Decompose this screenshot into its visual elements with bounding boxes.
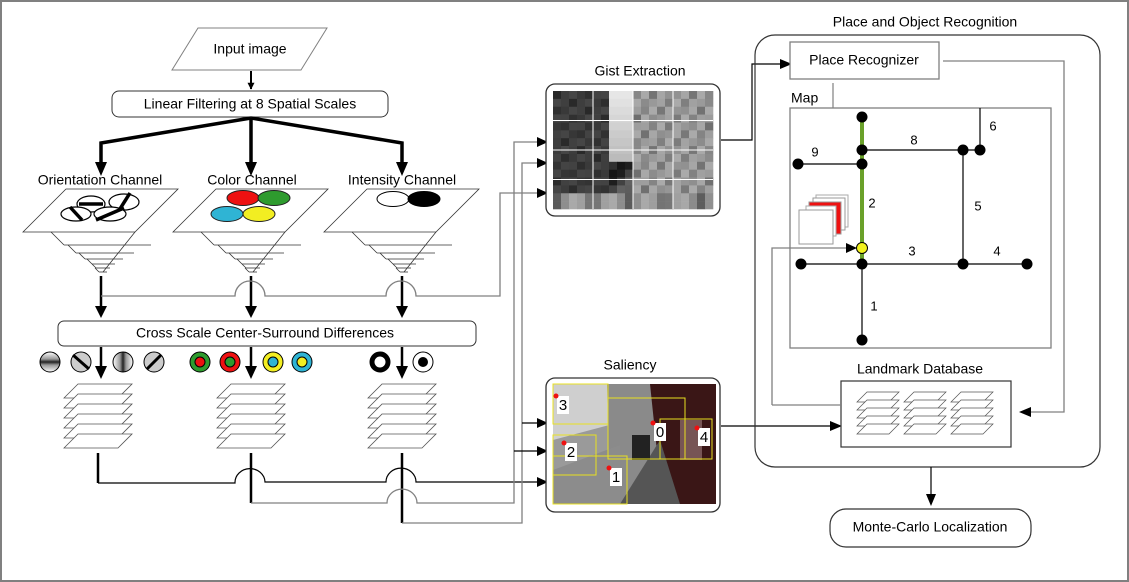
input-image-label: Input image (213, 41, 286, 57)
saliency-region-label: 0 (656, 424, 664, 441)
yellow-blob (242, 206, 276, 222)
saliency-region-label: 1 (612, 469, 620, 486)
feature-map-stack (367, 383, 437, 449)
orientation-channel-label: Orientation Channel (38, 172, 163, 188)
intensity-to-gist-line (101, 192, 545, 297)
intensity-channel-label: Intensity Channel (348, 172, 456, 188)
cyan-blob (210, 206, 244, 222)
center-surround-label: Cross Scale Center-Surround Differences (136, 325, 394, 341)
topological-map: 1 2 3 4 5 6 8 9 (792, 108, 1033, 346)
landmark-stack (950, 391, 994, 435)
center-surround-node[interactable]: Cross Scale Center-Surround Differences (57, 320, 477, 347)
intensity-features-icon (376, 191, 441, 207)
channel-arrowheads (95, 162, 408, 176)
gist-extraction-label: Gist Extraction (594, 63, 685, 79)
orientation-filter-icons (39, 351, 165, 373)
landmark-to-map-line (771, 247, 853, 405)
intensity-opponent-icons (369, 351, 434, 373)
color-channel-label: Color Channel (207, 172, 297, 188)
gist-to-place-recognizer-line (721, 63, 790, 141)
saliency-region-label: 2 (567, 444, 575, 461)
linear-filtering-label: Linear Filtering at 8 Spatial Scales (144, 96, 356, 112)
feature-map-stack (63, 383, 133, 449)
saliency-node[interactable]: 3 0 2 4 1 (545, 377, 721, 513)
map-edge-label: 3 (908, 243, 915, 258)
landmark-database-label: Landmark Database (857, 361, 983, 377)
map-edge-label: 5 (974, 198, 981, 213)
monte-carlo-localization-node[interactable]: Monte-Carlo Localization (829, 508, 1032, 548)
map-edge-label: 9 (811, 144, 818, 159)
input-image-node[interactable]: Input image (171, 27, 328, 71)
landmark-stack (903, 391, 947, 435)
map-edge-label: 8 (910, 132, 917, 147)
place-recognizer-to-landmark-line (943, 60, 1065, 413)
map-edge-label: 1 (870, 298, 877, 313)
linear-filtering-node[interactable]: Linear Filtering at 8 Spatial Scales (111, 90, 389, 118)
saliency-region-label: 4 (700, 429, 708, 446)
place-recognizer-node[interactable]: Place Recognizer (789, 41, 940, 80)
map-edge-label: 2 (868, 195, 875, 210)
red-blob (226, 190, 260, 206)
saliency-region-label: 3 (559, 397, 567, 414)
landmark-database-node[interactable] (840, 380, 1012, 448)
gist-extraction-node[interactable] (545, 83, 721, 217)
saliency-label: Saliency (604, 357, 657, 373)
green-blob (257, 190, 291, 206)
landmark-stack (856, 391, 900, 435)
place-recognizer-label: Place Recognizer (809, 52, 919, 68)
gist-feature-image (553, 91, 714, 210)
current-position-marker (856, 242, 868, 254)
place-object-recognition-container (754, 34, 1101, 468)
monte-carlo-label: Monte-Carlo Localization (853, 519, 1008, 535)
saliency-image (553, 384, 716, 504)
landmark-cards-icon (798, 194, 849, 245)
map-edge-label: 6 (989, 118, 996, 133)
filtering-branches (99, 116, 404, 168)
place-object-recognition-label: Place and Object Recognition (833, 14, 1017, 30)
color-features-icon (210, 190, 291, 222)
feature-map-stack (216, 383, 286, 449)
map-label: Map (791, 90, 818, 106)
saliency-boxes (552, 383, 713, 505)
stack-to-saliency-lines (96, 141, 545, 524)
color-opponent-icons (189, 351, 313, 373)
orientation-features-icon (60, 192, 140, 222)
map-edge-label: 4 (993, 243, 1000, 258)
